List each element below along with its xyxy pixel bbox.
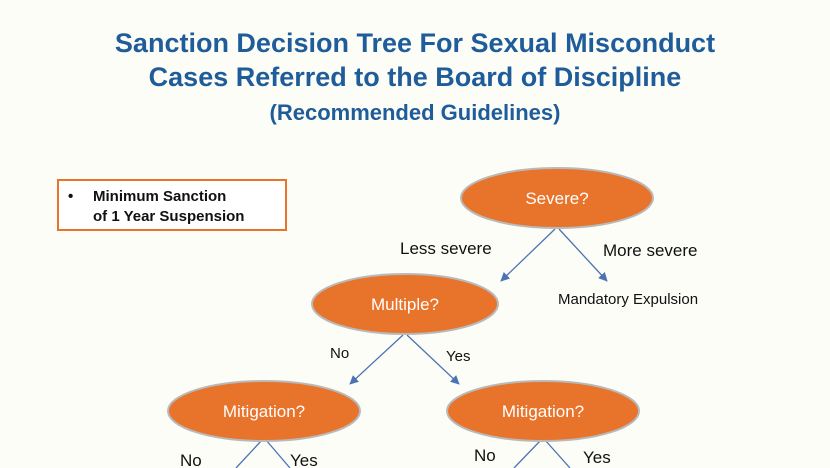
edge-multiple-no xyxy=(349,334,404,385)
edge-multiple-yes xyxy=(406,334,460,385)
outcome-mandatory-expulsion: Mandatory Expulsion xyxy=(558,291,698,308)
edge-severe-more xyxy=(558,228,608,282)
edge-label-mit-right-yes: Yes xyxy=(583,448,611,467)
edge-label-more-severe: More severe xyxy=(603,241,697,260)
edge-severe-less xyxy=(500,228,556,282)
edge-mit-right-no xyxy=(513,439,542,468)
node-severe-label: Severe? xyxy=(525,189,588,208)
node-mitigation-left xyxy=(167,380,361,442)
note-line-2: of 1 Year Suspension xyxy=(93,208,245,225)
diagram-title-line-1: Sanction Decision Tree For Sexual Miscon… xyxy=(114,28,716,58)
node-mitigation-right-label: Mitigation? xyxy=(502,402,584,421)
minimum-sanction-note: • Minimum Sanction of 1 Year Suspension xyxy=(57,179,287,231)
edge-label-multiple-no: No xyxy=(330,345,349,362)
note-line-1: Minimum Sanction xyxy=(93,188,227,205)
node-mitigation-right xyxy=(446,380,640,442)
edge-label-mit-left-no: No xyxy=(180,451,202,468)
edge-mit-left-yes xyxy=(265,439,291,468)
edge-mit-right-yes xyxy=(544,439,571,468)
node-severe xyxy=(460,167,654,229)
edge-label-mit-left-yes: Yes xyxy=(290,451,318,468)
node-multiple xyxy=(311,273,499,335)
edge-label-mit-right-no: No xyxy=(474,446,496,465)
edge-label-less-severe: Less severe xyxy=(400,239,492,258)
diagram-title-line-2: Cases Referred to the Board of Disciplin… xyxy=(148,62,682,92)
edge-label-multiple-yes: Yes xyxy=(446,348,470,365)
node-mitigation-left-label: Mitigation? xyxy=(223,402,305,421)
bullet-icon: • xyxy=(68,188,74,205)
node-multiple-label: Multiple? xyxy=(371,295,439,314)
diagram-subtitle: (Recommended Guidelines) xyxy=(269,100,561,125)
edge-mit-left-no xyxy=(235,439,263,468)
